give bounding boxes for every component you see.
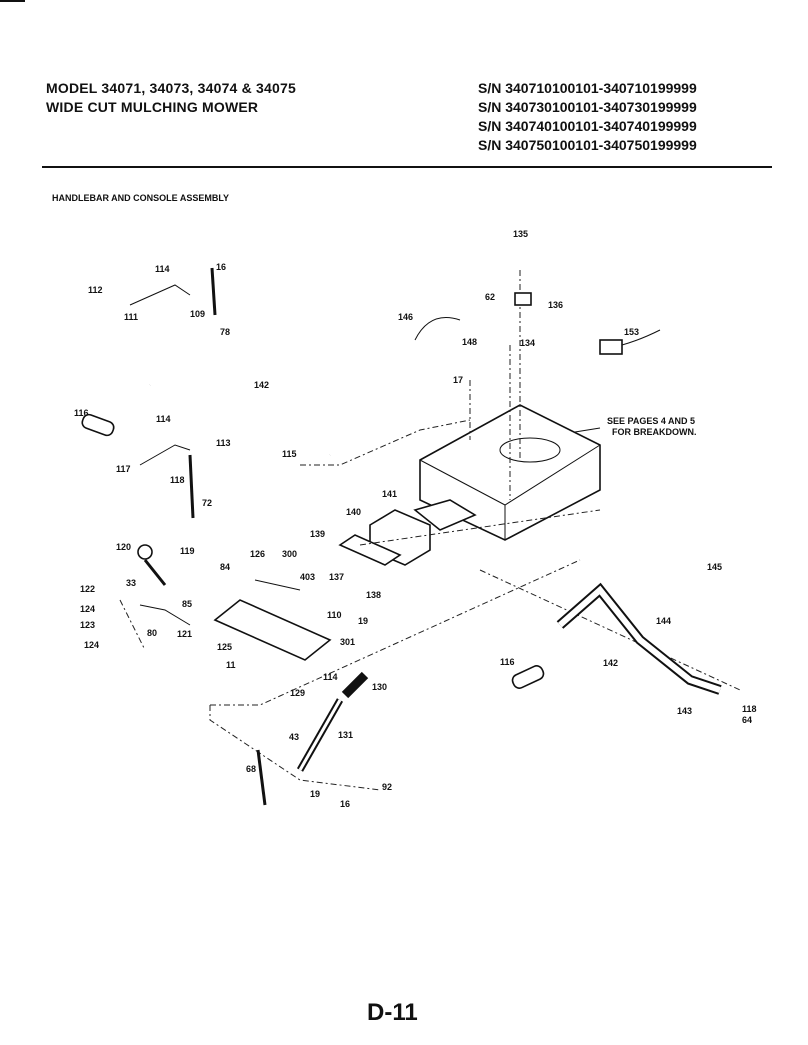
part-label: 80 [147,628,157,638]
part-label: 136 [548,300,563,310]
part-label: 121 [177,629,192,639]
part-label: 129 [290,688,305,698]
part-label: 85 [182,599,192,609]
part-label: 126 [250,549,265,559]
part-label: 141 [382,489,397,499]
part-label: 142 [254,380,269,390]
part-label: 135 [513,229,528,239]
part-label: 134 [520,338,535,348]
part-label: 119 [180,546,195,556]
part-label: 114 [155,264,170,274]
part-label: 301 [340,637,355,647]
part-label: 140 [346,507,361,517]
exploded-parts-diagram: 135 16 114 112 111 109 78 62 136 146 148… [74,229,757,809]
part-label: 115 [282,449,297,459]
see-pages-note: FOR BREAKDOWN. [612,427,697,437]
part-label: 120 [116,542,131,552]
part-label: 19 [310,789,320,799]
part-label: 114 [156,414,171,424]
part-label: 68 [246,764,256,774]
part-label: 143 [677,706,692,716]
part-label: 153 [624,327,639,337]
part-label: 16 [340,799,350,809]
dash-mark [0,0,25,2]
part-label: 43 [289,732,299,742]
part-label: 11 [226,660,236,670]
model-title: MODEL 34071, 34073, 34074 & 34075 [46,80,296,96]
part-label: 112 [88,285,103,295]
part-label: 19 [358,616,368,626]
part-label: 110 [327,610,342,620]
subtitle: WIDE CUT MULCHING MOWER [46,99,259,115]
part-label: 109 [190,309,205,319]
part-label: 116 [500,657,515,667]
part-label: 92 [382,782,392,792]
serial-number: S/N 340750100101-340750199999 [478,137,697,153]
part-label: 142 [603,658,618,668]
part-label: 17 [453,375,463,385]
serial-number: S/N 340710100101-340710199999 [478,80,697,96]
part-label: 78 [220,327,230,337]
part-label: 137 [329,572,344,582]
part-label: 125 [217,642,232,652]
part-label: 148 [462,337,477,347]
part-label: 146 [398,312,413,322]
part-label: 124 [84,640,99,650]
part-label: 113 [216,438,231,448]
page-number: D-11 [367,999,418,1026]
part-label: 118 [170,475,185,485]
part-label: 84 [220,562,230,572]
serial-number: S/N 340740100101-340740199999 [478,118,697,134]
part-label: 62 [485,292,495,302]
part-label: 123 [80,620,95,630]
part-label: 111 [124,312,138,322]
part-label: 116 [74,408,89,418]
part-label: 130 [372,682,387,692]
part-label: 144 [656,616,671,626]
part-label: 403 [300,572,315,582]
section-title: HANDLEBAR AND CONSOLE ASSEMBLY [52,193,230,203]
part-label: 138 [366,590,381,600]
part-label: 145 [707,562,722,572]
part-label: 300 [282,549,297,559]
part-label: 118 [742,704,757,714]
part-label: 33 [126,578,136,588]
serial-number: S/N 340730100101-340730199999 [478,99,697,115]
part-label: 122 [80,584,95,594]
part-label: 117 [116,464,131,474]
part-label: 131 [338,730,353,740]
part-label: 114 [323,672,338,682]
part-label: 139 [310,529,325,539]
header-rule [42,166,772,168]
grip [81,413,115,437]
part-label: 72 [202,498,212,508]
part-label: 124 [80,604,95,614]
part-label: 16 [216,262,226,272]
part-label: 64 [742,715,752,725]
see-pages-note: SEE PAGES 4 AND 5 [607,416,695,426]
